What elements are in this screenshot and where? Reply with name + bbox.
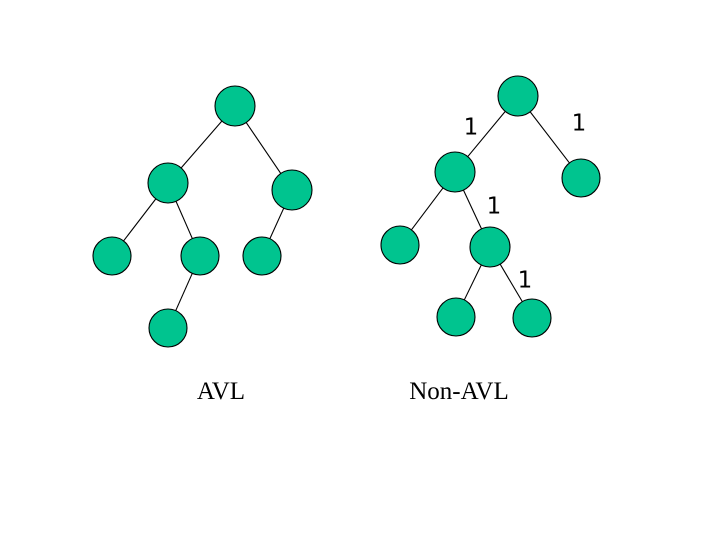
balance-factor-label: 1 [518,268,533,294]
tree-edge [523,102,577,172]
edges-layer [116,102,577,321]
tree-node[interactable] [380,225,420,265]
tree-node[interactable] [214,85,256,127]
tree-node[interactable] [271,169,313,211]
tree-edge [116,189,163,250]
tree-edge [239,113,288,183]
balance-factor-label: 1 [464,115,479,141]
tree-edge [460,102,513,166]
tree-edge [404,178,451,239]
tree-node[interactable] [147,162,189,204]
tree-node[interactable] [436,297,476,337]
tree-node[interactable] [469,226,511,268]
tree-node[interactable] [242,236,282,276]
tree-node[interactable] [434,151,476,193]
balance-factor-label: 1 [487,194,502,220]
tree-caption-non-avl-tree: Non-AVL [409,378,509,405]
nodes-layer [92,75,601,348]
balance-labels-layer: 1 1 1 1 [464,111,587,294]
tree-node[interactable] [92,236,132,276]
tree-node[interactable] [148,308,188,348]
tree-node[interactable] [497,75,539,117]
balance-factor-label: 1 [572,111,587,137]
tree-caption-avl-tree: AVL [197,378,245,405]
tree-edge [173,112,230,177]
tree-node[interactable] [512,298,552,338]
tree-node[interactable] [180,236,220,276]
captions-layer: AVL Non-AVL [197,378,509,405]
tree-node[interactable] [561,158,601,198]
